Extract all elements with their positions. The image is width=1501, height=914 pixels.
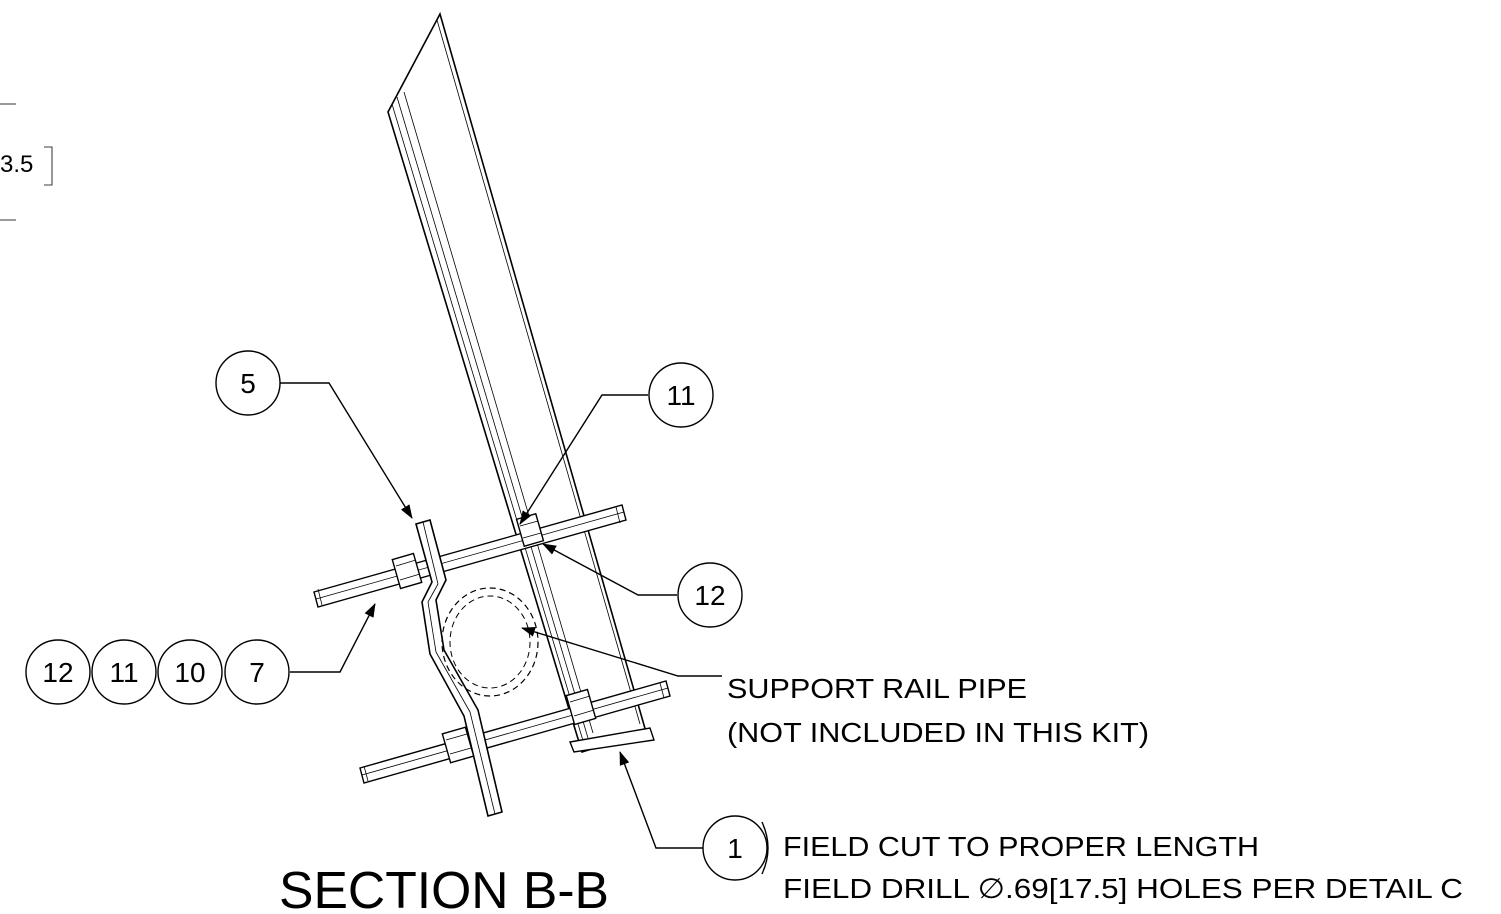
balloon-1: 1	[702, 815, 769, 881]
leader-pipe-note	[521, 627, 722, 677]
leader-balloon-5	[280, 382, 413, 519]
balloon-group-label: 11	[109, 657, 138, 688]
leader-lines	[280, 382, 722, 849]
clamp-plate	[415, 519, 503, 817]
balloon-11: 11	[648, 362, 714, 428]
balloon-12: 12	[677, 562, 743, 628]
balloon-5-label: 5	[240, 368, 256, 399]
dimension-bracket	[44, 146, 53, 186]
balloon-group-label: 12	[42, 657, 73, 688]
upper-rod	[313, 504, 627, 608]
balloon-12-label: 12	[694, 580, 725, 611]
partial-dimension: 3.5	[0, 103, 53, 221]
balloon-5: 5	[215, 350, 281, 416]
note-bracket	[761, 821, 769, 875]
upper-left-nut	[391, 552, 423, 590]
dimension-text: 3.5	[0, 151, 33, 178]
lower-right-nut	[565, 688, 597, 726]
section-title: SECTION B-B	[279, 862, 609, 914]
cut-note-line2: FIELD DRILL ∅.69[17.5] HOLES PER DETAIL …	[783, 873, 1463, 904]
balloon-group: 12 11 10 7	[25, 639, 290, 705]
cut-note-line1: FIELD CUT TO PROPER LENGTH	[783, 831, 1259, 862]
lower-left-nut	[441, 726, 475, 764]
support-rail-pipe	[441, 587, 539, 697]
pipe-note-line1: SUPPORT RAIL PIPE	[727, 673, 1027, 704]
balloon-group-label: 10	[174, 657, 205, 688]
leader-balloon-12	[542, 543, 677, 596]
leader-balloon-11	[519, 394, 648, 525]
leader-balloon-1	[619, 751, 703, 849]
pipe-note-line2: (NOT INCLUDED IN THIS KIT)	[727, 717, 1149, 748]
balloon-11-label: 11	[666, 380, 695, 411]
channel-member	[387, 11, 655, 754]
leader-balloon-group	[290, 603, 376, 673]
balloon-group-label: 7	[249, 657, 265, 688]
balloon-1-label: 1	[727, 833, 743, 864]
